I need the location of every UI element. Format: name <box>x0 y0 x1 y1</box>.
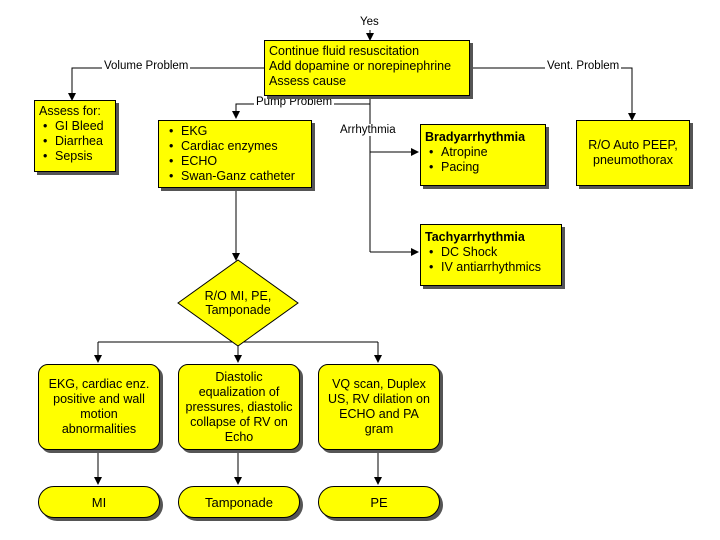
decision-diamond <box>177 259 299 347</box>
assess-for-box: Assess for: GI Bleed Diarrhea Sepsis <box>34 100 116 172</box>
yes-label: Yes <box>358 16 381 28</box>
tachy-item: DC Shock <box>429 245 557 260</box>
decision-diamond-text: R/O MI, PE, Tamponade <box>204 289 272 317</box>
tachy-list: DC Shock IV antiarrhythmics <box>425 245 557 275</box>
assess-title: Assess for: <box>39 104 101 118</box>
tachyarrhythmia-box: Tachyarrhythmia DC Shock IV antiarrhythm… <box>420 224 562 286</box>
pe-outcome-label: PE <box>370 494 388 510</box>
volume-problem-label: Volume Problem <box>102 60 191 72</box>
arrhythmia-label: Arrhythmia <box>338 124 398 136</box>
mi-outcome: MI <box>38 486 160 518</box>
bradyarrhythmia-box: Bradyarrhythmia Atropine Pacing <box>420 124 546 186</box>
pump-item: EKG <box>169 124 307 139</box>
tachy-item: IV antiarrhythmics <box>429 260 557 275</box>
pump-list: EKG Cardiac enzymes ECHO Swan-Ganz cathe… <box>165 124 307 184</box>
assess-item: Sepsis <box>43 149 111 164</box>
mi-findings-text: EKG, cardiac enz. positive and wall moti… <box>48 377 150 436</box>
assess-list: GI Bleed Diarrhea Sepsis <box>39 119 111 164</box>
brady-title: Bradyarrhythmia <box>425 130 526 144</box>
pe-findings-box: VQ scan, Duplex US, RV dilation on ECHO … <box>318 364 440 450</box>
vent-text: R/O Auto PEEP, pneumothorax <box>588 138 678 167</box>
assess-item: GI Bleed <box>43 119 111 134</box>
tamponade-outcome: Tamponade <box>178 486 300 518</box>
pump-item: Swan-Ganz catheter <box>169 169 307 184</box>
tamponade-findings-text: Diastolic equalization of pressures, dia… <box>185 369 293 444</box>
pe-outcome: PE <box>318 486 440 518</box>
vent-problem-box: R/O Auto PEEP, pneumothorax <box>576 120 690 186</box>
tamponade-findings-box: Diastolic equalization of pressures, dia… <box>178 364 300 450</box>
pump-item: Cardiac enzymes <box>169 139 307 154</box>
brady-item: Atropine <box>429 145 541 160</box>
tachy-title: Tachyarrhythmia <box>425 230 525 244</box>
top-line-1: Continue fluid resuscitation <box>269 44 420 58</box>
pump-workup-box: EKG Cardiac enzymes ECHO Swan-Ganz cathe… <box>158 120 312 188</box>
mi-findings-box: EKG, cardiac enz. positive and wall moti… <box>38 364 160 450</box>
pump-item: ECHO <box>169 154 307 169</box>
assess-item: Diarrhea <box>43 134 111 149</box>
pump-problem-label: Pump Problem <box>254 96 335 108</box>
brady-item: Pacing <box>429 160 541 175</box>
top-line-3: Assess cause <box>269 74 347 88</box>
top-line-2: Add dopamine or norepinephrine <box>269 59 452 73</box>
brady-list: Atropine Pacing <box>425 145 541 175</box>
continue-resuscitation-box: Continue fluid resuscitation Add dopamin… <box>264 40 470 96</box>
vent-problem-label: Vent. Problem <box>545 60 622 72</box>
pe-findings-text: VQ scan, Duplex US, RV dilation on ECHO … <box>328 377 430 436</box>
tamponade-outcome-label: Tamponade <box>205 494 273 510</box>
mi-outcome-label: MI <box>91 494 107 510</box>
